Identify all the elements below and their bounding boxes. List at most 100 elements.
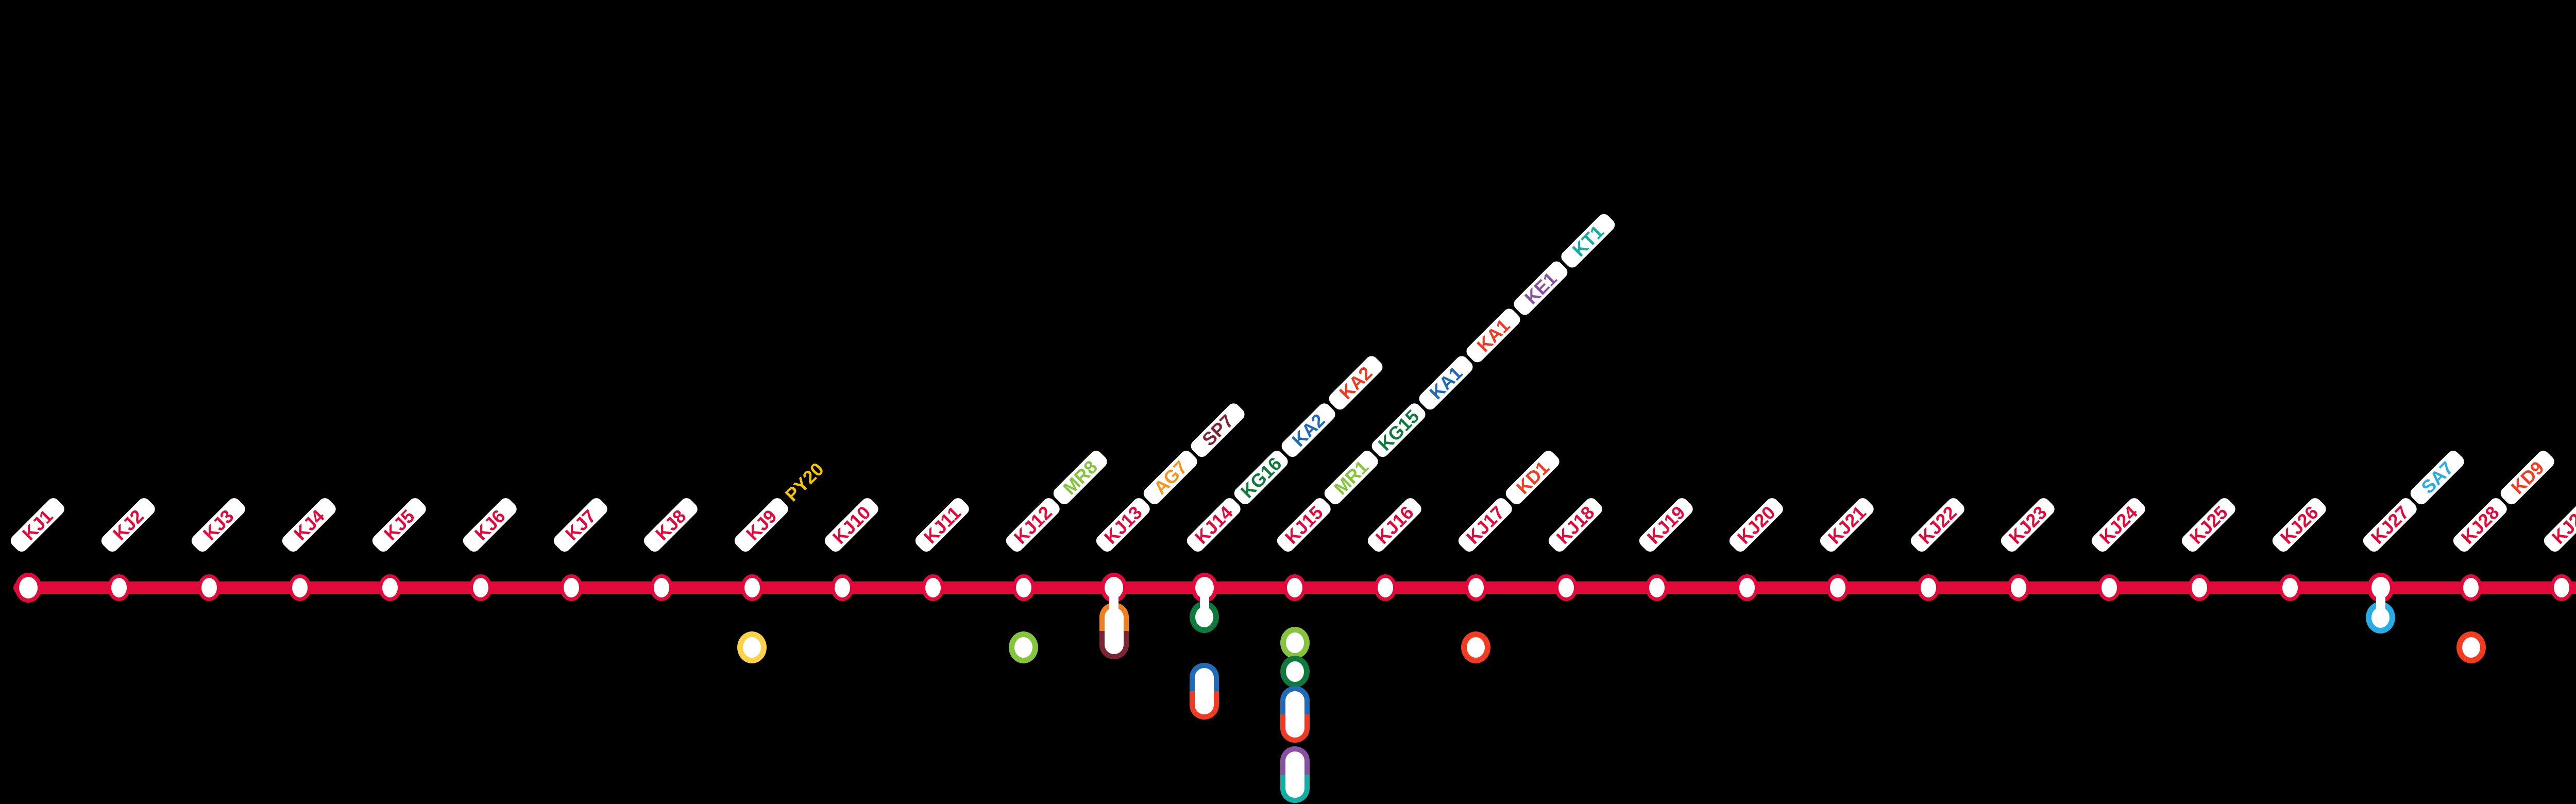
tag-label-KE1: KE1	[1511, 259, 1570, 318]
station-dot-KJ29	[2550, 574, 2573, 601]
station-dot-KJ6	[469, 574, 492, 601]
capsule-inner	[1285, 751, 1304, 798]
station-dot-KJ20	[1736, 574, 1759, 601]
label-row-KJ10: KJ10	[822, 495, 882, 554]
tag-label-PY20: PY20	[781, 458, 828, 506]
label-row-KJ4: KJ4	[279, 495, 338, 554]
tag-label-KA1: KA1	[1464, 306, 1523, 365]
station-dot-KJ12	[1012, 574, 1035, 601]
label-row-KJ24: KJ24	[2089, 495, 2148, 554]
station-label-KJ26: KJ26	[2269, 495, 2329, 554]
station-dot-KJ16	[1374, 574, 1397, 601]
station-label-KJ28: KJ28	[2451, 495, 2510, 554]
station-label-KJ7: KJ7	[551, 495, 610, 554]
interchange-circle-KJ9	[737, 631, 767, 663]
interchange-circle-KJ28	[2456, 631, 2486, 663]
label-row-KJ26: KJ26	[2269, 495, 2329, 554]
station-dot-KJ8	[650, 574, 673, 601]
tag-label-KA2: KA2	[1279, 401, 1338, 460]
tag-label-KA1: KA1	[1416, 353, 1476, 413]
station-label-KJ19: KJ19	[1636, 495, 1696, 554]
station-label-KJ1: KJ1	[8, 495, 67, 554]
station-label-KJ13: KJ13	[1094, 495, 1153, 554]
station-label-KJ10: KJ10	[822, 495, 882, 554]
station-label-KJ25: KJ25	[2179, 495, 2239, 554]
label-row-KJ22: KJ22	[1908, 495, 1967, 554]
tag-label-MR1: MR1	[1322, 448, 1381, 507]
station-label-KJ2: KJ2	[98, 495, 158, 554]
station-dot-KJ10	[831, 574, 854, 601]
tag-label-KD9: KD9	[2498, 448, 2557, 507]
station-label-KJ16: KJ16	[1365, 495, 1424, 554]
station-label-KJ21: KJ21	[1817, 495, 1876, 554]
connector-stub-KJ13	[1109, 588, 1119, 631]
tag-label-KA2: KA2	[1326, 353, 1385, 413]
station-dot-KJ25	[2188, 574, 2211, 601]
label-row-KJ19: KJ19	[1636, 495, 1696, 554]
station-label-KJ9: KJ9	[732, 495, 791, 554]
station-label-KJ18: KJ18	[1546, 495, 1605, 554]
connector-stub-KJ27	[2376, 588, 2385, 618]
station-dot-KJ18	[1555, 574, 1578, 601]
interchange-circle-KJ15	[1280, 627, 1310, 659]
station-dot-KJ2	[107, 574, 130, 601]
station-dot-KJ17	[1464, 574, 1487, 601]
station-label-KJ5: KJ5	[370, 495, 429, 554]
station-label-KJ12: KJ12	[1003, 495, 1062, 554]
label-row-KJ23: KJ23	[1998, 495, 2057, 554]
station-label-KJ29: KJ29	[2541, 495, 2576, 554]
tag-label-MR8: MR8	[1050, 448, 1110, 507]
label-row-KJ8: KJ8	[641, 495, 700, 554]
station-label-KJ3: KJ3	[189, 495, 248, 554]
interchange-circle-KJ12	[1009, 631, 1039, 663]
label-row-KJ1: KJ1	[8, 495, 67, 554]
tag-label-AG7: AG7	[1141, 448, 1200, 507]
station-dot-KJ19	[1645, 574, 1668, 601]
interchange-capsule-KJ15	[1280, 686, 1310, 743]
station-dot-KJ9	[740, 574, 764, 601]
station-dot-KJ5	[379, 574, 402, 601]
label-row-KJ18: KJ18	[1546, 495, 1605, 554]
interchange-capsule-KJ15	[1280, 746, 1310, 803]
station-label-KJ8: KJ8	[641, 495, 700, 554]
label-row-KJ16: KJ16	[1365, 495, 1424, 554]
tag-label-KG16: KG16	[1231, 448, 1291, 507]
station-dot-KJ26	[2279, 574, 2301, 601]
station-label-KJ6: KJ6	[460, 495, 519, 554]
station-dot-KJ23	[2007, 574, 2030, 601]
label-row-KJ5: KJ5	[370, 495, 429, 554]
tag-label-SA7: SA7	[2408, 448, 2467, 507]
station-label-KJ22: KJ22	[1908, 495, 1967, 554]
station-label-KJ11: KJ11	[912, 495, 972, 554]
station-dot-KJ22	[1917, 574, 1940, 601]
interchange-circle-KJ15	[1280, 656, 1310, 688]
station-dot-KJ21	[1826, 574, 1849, 601]
station-dot-KJ1	[15, 573, 42, 603]
label-row-KJ11: KJ11	[912, 495, 972, 554]
label-row-KJ7: KJ7	[551, 495, 610, 554]
interchange-capsule-KJ14	[1190, 663, 1219, 720]
capsule-inner	[1195, 668, 1214, 714]
station-label-KJ15: KJ15	[1275, 495, 1334, 554]
tag-label-KT1: KT1	[1558, 211, 1618, 270]
tag-label-KD1: KD1	[1503, 448, 1562, 507]
station-label-KJ17: KJ17	[1455, 495, 1515, 554]
label-row-KJ21: KJ21	[1817, 495, 1876, 554]
station-dot-KJ24	[2097, 574, 2121, 601]
station-dot-KJ3	[198, 574, 221, 601]
capsule-inner	[1285, 691, 1304, 738]
station-dot-KJ15	[1283, 574, 1307, 601]
station-dot-KJ28	[2460, 574, 2483, 601]
station-label-KJ20: KJ20	[1727, 495, 1786, 554]
tag-label-SP7: SP7	[1188, 401, 1247, 460]
station-label-KJ4: KJ4	[279, 495, 338, 554]
station-label-KJ24: KJ24	[2089, 495, 2148, 554]
station-label-KJ23: KJ23	[1998, 495, 2057, 554]
